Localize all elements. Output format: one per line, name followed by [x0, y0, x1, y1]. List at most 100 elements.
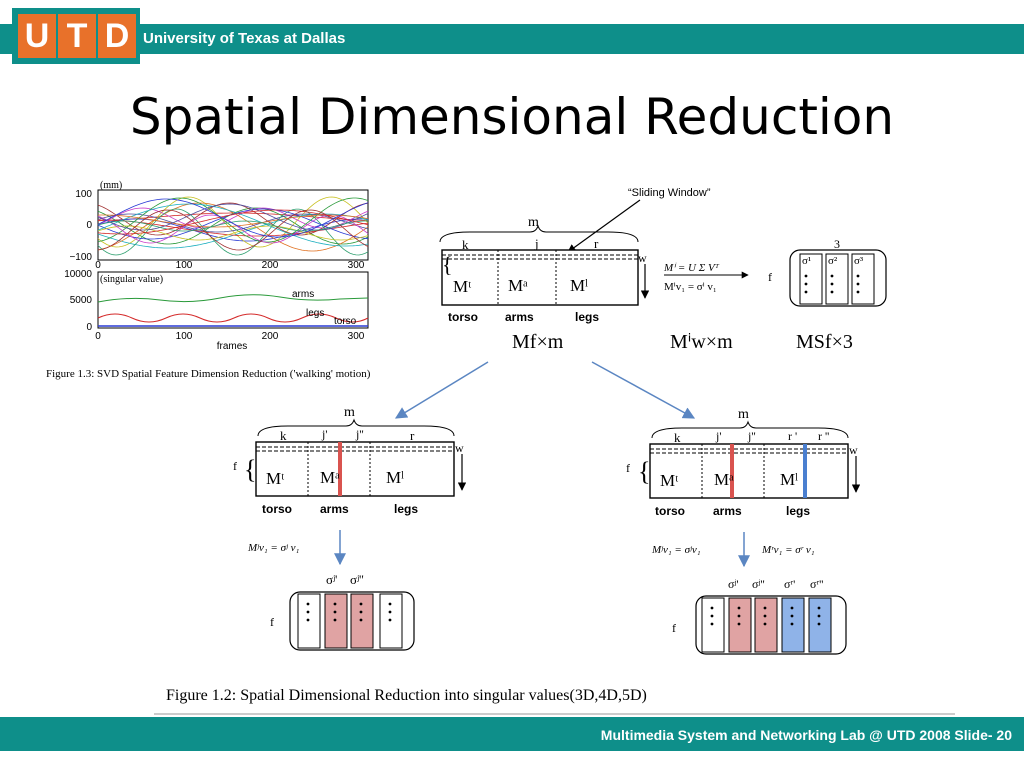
three-label: 3 — [834, 237, 840, 251]
left-eq: Mʲv₁ = σʲ v₁ — [247, 542, 299, 554]
right-sig-rp: σʳ' — [784, 577, 795, 591]
left-sig-jpp: σʲ'' — [350, 572, 364, 587]
utd-logo: U T D — [12, 8, 140, 64]
bottom-ytick-0: 0 — [86, 322, 92, 333]
right-matrix-diagram: m k j' j'' r ' r '' f { Mᵗ Mᵃ Mˡ w torso… — [626, 407, 861, 655]
top-legs: legs — [575, 310, 599, 324]
left-brace: { — [244, 455, 256, 484]
bottom-xtick-200: 200 — [262, 331, 279, 342]
top-ytick-0: 0 — [86, 220, 92, 231]
sigma3: σ³ — [854, 255, 864, 267]
logo-letter-d: D — [98, 14, 136, 58]
right-torso: torso — [655, 504, 685, 518]
fig13-bottom-plot: (singular value) 10000 5000 0 0 100 200 … — [64, 269, 369, 352]
top-block-legs: Mˡ — [570, 276, 588, 295]
m-fxm: Mf×m — [512, 331, 564, 353]
right-rpp: r '' — [818, 429, 829, 443]
m-wxm: Mⁱw×m — [670, 331, 733, 353]
bottom-xlabel: frames — [217, 341, 248, 352]
right-legs: legs — [786, 504, 810, 518]
bottom-plot-unit: (singular value) — [100, 274, 163, 285]
right-k: k — [674, 430, 681, 445]
logo-letter-u: U — [18, 14, 56, 58]
sigma2: σ² — [828, 255, 838, 267]
bottom-ytick-5000: 5000 — [70, 295, 93, 306]
university-name: University of Texas at Dallas — [143, 30, 346, 47]
bottom-xtick-0: 0 — [95, 331, 101, 342]
eq-mv: Mⁱv₁ = σⁱ v₁ — [664, 281, 717, 293]
motion-curve — [97, 198, 369, 238]
motion-curve — [97, 214, 369, 228]
legs-label: legs — [306, 308, 324, 319]
left-sv-f: f — [270, 615, 274, 629]
right-sv-f: f — [672, 621, 676, 635]
torso-label: torso — [334, 316, 357, 327]
right-block-torso: Mᵗ — [660, 471, 678, 490]
left-r: r — [410, 428, 415, 443]
motion-curve — [97, 207, 369, 245]
right-block-arms: Mᵃ — [714, 470, 734, 489]
m-fx3: MSf×3 — [796, 331, 853, 353]
right-block-legs: Mˡ — [780, 470, 798, 489]
left-sig-jp: σʲ' — [326, 572, 337, 587]
footer-bar — [0, 717, 1024, 751]
legs-curve — [97, 313, 369, 323]
fig13-caption: Figure 1.3: SVD Spatial Feature Dimensio… — [46, 368, 371, 380]
top-ytick-m100: −100 — [69, 252, 92, 263]
motion-curve — [97, 208, 369, 256]
arms-curve — [97, 294, 369, 303]
top-xtick-200: 200 — [262, 260, 279, 271]
right-rp: r ' — [788, 429, 797, 443]
arms-label: arms — [292, 289, 314, 300]
bottom-xtick-300: 300 — [348, 331, 365, 342]
top-xtick-100: 100 — [176, 260, 193, 271]
left-jp: j' — [321, 427, 328, 441]
motion-curve — [97, 203, 369, 231]
right-m: m — [738, 407, 749, 422]
left-legs: legs — [394, 502, 418, 516]
eq-svd: Mⁱ = U Σ Vᵀ — [663, 262, 720, 274]
motion-curve — [97, 203, 369, 247]
left-w: w — [455, 441, 464, 455]
header-bar — [0, 24, 1024, 54]
motion-curve — [97, 220, 368, 232]
top-block-arms: Mᵃ — [508, 276, 528, 295]
left-m: m — [344, 405, 355, 420]
top-w: w — [638, 251, 647, 265]
top-plot-unit: (mm) — [100, 180, 122, 191]
right-f: f — [768, 270, 772, 284]
bottom-xtick-100: 100 — [176, 331, 193, 342]
top-xtick-300: 300 — [348, 260, 365, 271]
footer-text: Multimedia System and Networking Lab @ U… — [600, 727, 1012, 743]
right-eq-j: Mʲv₁ = σʲv₁ — [651, 544, 701, 556]
logo-letter-t: T — [58, 14, 96, 58]
motion-curve — [97, 225, 369, 241]
top-k: k — [462, 237, 469, 252]
top-plot-curves — [97, 196, 369, 256]
right-sig-jp: σʲ' — [728, 577, 739, 591]
left-f: f — [233, 459, 237, 473]
bottom-ytick-10000: 10000 — [64, 269, 92, 280]
fig13-top-plot: (mm) 100 0 −100 0 100 200 300 — [69, 180, 369, 271]
motion-curve — [97, 197, 369, 243]
left-torso: torso — [262, 502, 292, 516]
right-brace: { — [638, 457, 650, 486]
right-jpp: j'' — [747, 429, 756, 443]
left-k: k — [280, 428, 287, 443]
motion-curve — [97, 202, 369, 236]
top-block-torso: Mᵗ — [453, 277, 471, 296]
top-torso: torso — [448, 310, 478, 324]
right-f-label: f — [626, 461, 630, 475]
motion-curve — [97, 209, 369, 251]
top-arms: arms — [505, 310, 534, 324]
right-arms: arms — [713, 504, 742, 518]
slide-title: Spatial Dimensional Reduction — [129, 88, 895, 146]
motion-curve — [97, 209, 369, 235]
left-jpp: j'' — [355, 427, 364, 441]
top-xtick-0: 0 — [95, 260, 101, 271]
right-eq-r: Mʳv₁ = σʳ v₁ — [761, 544, 815, 556]
left-block-torso: Mᵗ — [266, 469, 284, 488]
left-block-legs: Mˡ — [386, 468, 404, 487]
top-matrix-diagram: “Sliding Window” m k j r { Mᵗ Mᵃ Mˡ w to… — [439, 187, 887, 353]
